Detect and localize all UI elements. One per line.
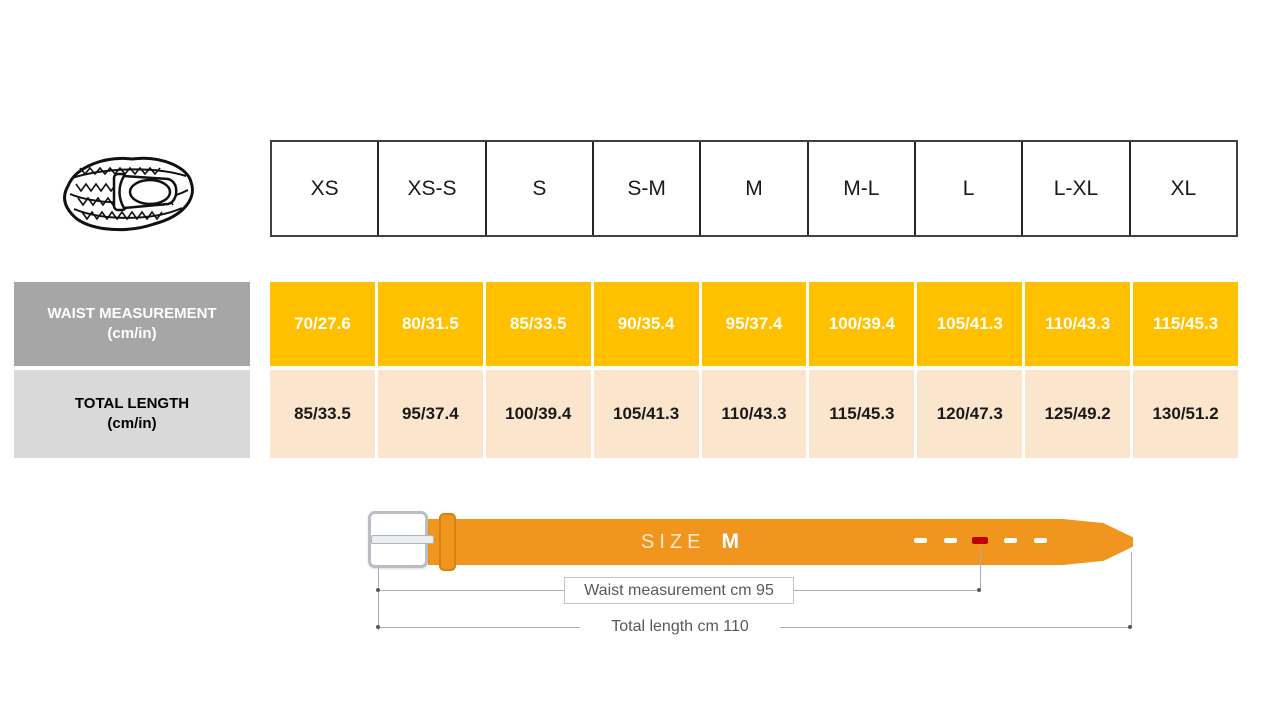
length-value: 100/39.4: [485, 370, 591, 458]
belt-hole: [1004, 538, 1017, 543]
braided-belt-icon: [58, 146, 200, 242]
dimension-endpoint: [376, 588, 380, 592]
size-header-row: XS XS-S S S-M M M-L L L-XL XL: [270, 140, 1238, 237]
belt-size-label: SIZE: [641, 530, 706, 553]
waist-value: 85/33.5: [485, 282, 591, 366]
size-cell-m: M: [699, 142, 806, 235]
belt-tip: [1063, 519, 1133, 565]
size-cell-l-xl: L-XL: [1021, 142, 1128, 235]
length-value: 130/51.2: [1133, 370, 1239, 458]
belt-hole: [944, 538, 957, 543]
waist-annotation-box: Waist measurement cm 95: [564, 577, 794, 604]
dimension-endpoint: [1128, 625, 1132, 629]
belt-hole-marked: [972, 537, 988, 544]
length-value: 120/47.3: [917, 370, 1023, 458]
length-value: 125/49.2: [1025, 370, 1131, 458]
length-row-header: TOTAL LENGTH (cm/in): [14, 370, 250, 458]
waist-value: 80/31.5: [377, 282, 483, 366]
length-row-unit: (cm/in): [107, 415, 157, 432]
waist-row-header: WAIST MEASUREMENT (cm/in): [14, 282, 250, 366]
length-value: 95/37.4: [377, 370, 483, 458]
length-row-title: TOTAL LENGTH: [74, 394, 190, 412]
dimension-line-hole: [980, 549, 981, 590]
waist-value: 70/27.6: [270, 282, 375, 366]
dimension-line-tip: [1131, 552, 1132, 627]
waist-value: 115/45.3: [1133, 282, 1239, 366]
length-annotation-label: Total length cm 110: [580, 614, 780, 640]
waist-value: 105/41.3: [917, 282, 1023, 366]
belt-strap: [428, 519, 1065, 565]
belt-size-text: SIZE M: [590, 519, 790, 565]
size-cell-xs-s: XS-S: [377, 142, 484, 235]
waist-values-row: 70/27.6 80/31.5 85/33.5 90/35.4 95/37.4 …: [270, 282, 1239, 366]
dimension-endpoint: [977, 588, 981, 592]
size-cell-s: S: [484, 142, 592, 235]
waist-value: 90/35.4: [593, 282, 699, 366]
waist-value: 110/43.3: [1025, 282, 1131, 366]
belt-loop: [439, 513, 456, 571]
dimension-endpoint: [376, 625, 380, 629]
length-value: 105/41.3: [593, 370, 699, 458]
size-cell-s-m: S-M: [591, 142, 699, 235]
belt-size-value: M: [721, 530, 739, 553]
waist-value: 100/39.4: [809, 282, 915, 366]
length-values-row: 85/33.5 95/37.4 100/39.4 105/41.3 110/43…: [270, 370, 1239, 458]
length-value: 110/43.3: [701, 370, 807, 458]
size-cell-l: L: [913, 142, 1021, 235]
length-value: 85/33.5: [270, 370, 375, 458]
size-cell-m-l: M-L: [806, 142, 914, 235]
size-cell-xl: XL: [1128, 142, 1236, 235]
dimension-line-buckle: [378, 566, 379, 630]
length-value: 115/45.3: [809, 370, 915, 458]
size-cell-xs: XS: [310, 176, 339, 200]
belt-hole: [1034, 538, 1047, 543]
waist-row-title: WAIST MEASUREMENT: [47, 304, 217, 322]
belt-buckle-prong: [371, 535, 434, 544]
waist-value: 95/37.4: [701, 282, 807, 366]
waist-row-unit: (cm/in): [107, 325, 157, 342]
belt-hole: [914, 538, 927, 543]
